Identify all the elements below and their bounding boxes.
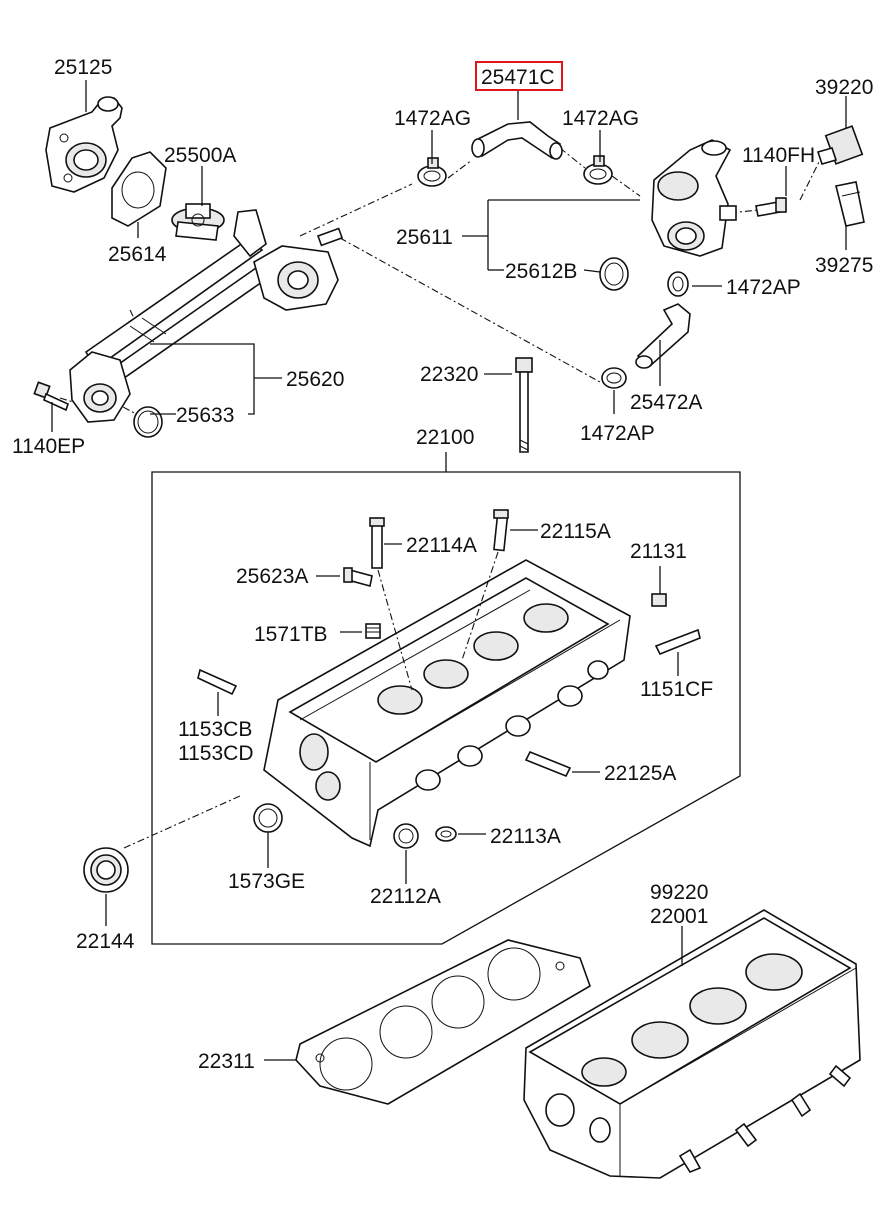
stud-1151CF: [654, 628, 701, 656]
clamp-1472AG-right: [583, 155, 613, 185]
label-22100: 22100: [416, 426, 474, 449]
bolt-25623A: [343, 567, 373, 587]
label-1153CD: 1153CD: [178, 742, 254, 765]
label-22311: 22311: [198, 1050, 255, 1073]
label-22125A: 22125A: [604, 762, 676, 785]
label-1140FH: 1140FH: [742, 144, 815, 167]
label-1151CF: 1151CF: [640, 678, 713, 701]
water-pipe-25620: [69, 209, 344, 423]
label-25611: 25611: [396, 226, 453, 249]
cylinder-head-22100: [263, 559, 631, 848]
gasket-25614: [111, 151, 167, 227]
label-22001: 22001: [650, 905, 708, 928]
seal-1573GE: [253, 803, 283, 833]
label-22320: 22320: [420, 363, 478, 386]
label-21131: 21131: [630, 540, 687, 563]
label-25633: 25633: [176, 404, 234, 427]
label-22114A: 22114A: [406, 534, 477, 557]
label-1472AG-right: 1472AG: [562, 107, 639, 130]
hose-25472A: [635, 303, 691, 369]
part-labels: 25125 25500A 25614 25471C 1472AG 1472AG …: [12, 56, 873, 1073]
label-99220: 99220: [650, 881, 708, 904]
label-25125: 25125: [54, 56, 112, 79]
label-1472AG-left: 1472AG: [394, 107, 471, 130]
label-22144: 22144: [76, 930, 135, 953]
label-25623A: 25623A: [236, 565, 308, 588]
label-39275: 39275: [815, 254, 873, 277]
stud-1153CB: [197, 668, 238, 696]
bolt-1140FH: [755, 197, 787, 217]
seal-22113A: [435, 826, 457, 842]
head-gasket-22311: [295, 939, 591, 1105]
label-25472A: 25472A: [630, 391, 702, 414]
label-25612B: 25612B: [505, 260, 577, 283]
clamp-1472AG-left: [417, 157, 447, 187]
label-1571TB: 1571TB: [254, 623, 328, 646]
valve-guide-22114A: [369, 517, 413, 691]
water-outlet-25125: [45, 96, 123, 193]
label-25500A: 25500A: [164, 144, 236, 167]
clip-39275: [835, 181, 865, 227]
head-bolt-22320: [515, 357, 533, 453]
label-1472AP-bottom: 1472AP: [580, 422, 655, 445]
cylinder-head-box: [151, 471, 741, 945]
label-25614: 25614: [108, 243, 167, 266]
stud-22125A: [524, 750, 572, 778]
bolt-1140EP: [33, 381, 69, 412]
label-22115A: 22115A: [540, 520, 611, 543]
clamp-1472AP-top: [667, 271, 689, 297]
seal-22112A: [393, 823, 419, 849]
o-ring-25633: [133, 406, 163, 438]
sensor-39220: [816, 125, 864, 165]
label-22113A: 22113A: [490, 825, 561, 848]
highlight-box: [475, 61, 563, 91]
water-outlet-housing-25611: [651, 139, 737, 257]
hose-25471C: [471, 121, 563, 160]
label-22112A: 22112A: [370, 885, 441, 908]
thermostat-25500A: [171, 203, 225, 241]
label-1573GE: 1573GE: [228, 870, 305, 893]
label-25620: 25620: [286, 368, 344, 391]
plug-21131: [651, 593, 667, 607]
head-assembly-22001: [523, 909, 861, 1179]
valve-guide-22115A: [461, 509, 509, 661]
oil-seal-22144: [83, 847, 129, 893]
label-1140EP: 1140EP: [12, 435, 85, 458]
leader-lines: [51, 80, 847, 1061]
label-25471C: 25471C: [481, 66, 555, 89]
o-ring-25612B: [599, 257, 629, 291]
label-1472AP-top: 1472AP: [726, 276, 801, 299]
label-1153CB: 1153CB: [178, 718, 252, 741]
label-39220: 39220: [815, 76, 873, 99]
clamp-1472AP-bottom: [601, 367, 627, 389]
pin-1571TB: [365, 623, 381, 639]
